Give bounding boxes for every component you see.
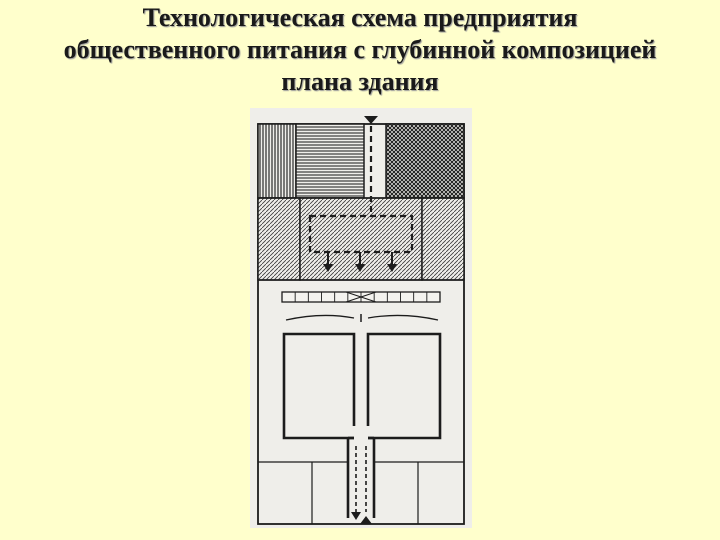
dining-hall-right bbox=[366, 332, 442, 440]
dining-hall-left bbox=[282, 332, 356, 440]
title-line-1: Технологическая схема предприятия bbox=[142, 3, 578, 32]
circulation-arc-right bbox=[367, 314, 439, 321]
zone-production-left bbox=[257, 197, 301, 281]
exit-arrow bbox=[351, 512, 361, 520]
title-line-2: общественного питания с глубинной композ… bbox=[63, 35, 657, 64]
distribution-arrows bbox=[323, 252, 397, 272]
service-counter-strip bbox=[281, 291, 441, 303]
zone-top-left bbox=[257, 123, 297, 199]
floor-plan-svg bbox=[250, 108, 472, 528]
zone-production-right bbox=[421, 197, 465, 281]
slide-title: Технологическая схема предприятия общест… bbox=[0, 2, 720, 98]
entry-arrow-top bbox=[364, 116, 378, 124]
zone-top-right bbox=[385, 123, 465, 199]
flow-distribution-loop bbox=[308, 214, 414, 254]
circulation-arc-left bbox=[285, 314, 355, 321]
title-line-3: плана здания bbox=[281, 67, 439, 96]
entry-arrow-bottom bbox=[360, 516, 372, 524]
zone-top-middle bbox=[295, 123, 365, 199]
floor-plan-diagram bbox=[250, 108, 472, 533]
